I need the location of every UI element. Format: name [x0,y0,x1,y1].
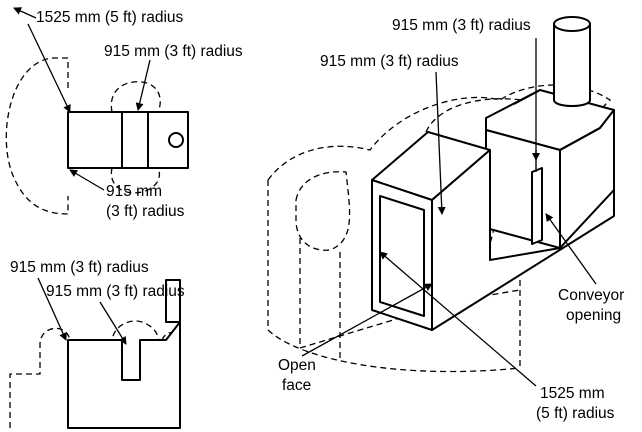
elevation-duct-stack [165,279,181,323]
label-open-l2: face [282,377,311,394]
iso-rear-section-front [485,129,561,249]
iso-exhaust-stack-top [553,16,591,32]
inner-clearance-outline-bottom [110,167,161,194]
iso-open-face-opening [379,195,425,317]
leader-right-upper [435,71,446,215]
isometric-view-right: 915 mm (3 ft) radius 915 mm (3 ft) radiu… [267,16,624,422]
leader-top-left-inner [135,59,151,111]
label-top-left-outer: 1525 mm (5 ft) radius [36,9,184,26]
plan-view-top-left: 1525 mm (5 ft) radius 915 mm (3 ft) radi… [5,7,243,220]
iso-conveyor-opening [531,167,543,245]
leader-top-left-bottom [69,169,105,191]
tick-top-left-outer [13,7,37,19]
iso-outer-clearance-floor [299,289,521,349]
label-right-upper: 915 mm (3 ft) radius [320,53,459,70]
label-open-l1: Open [278,357,316,374]
leader-bottom-left-outer [37,277,67,341]
label-conveyor-l1: Conveyor [558,287,624,304]
leader-bottom-left-inner [99,301,127,345]
leader-right-bottom [379,251,537,387]
leader-conveyor [545,213,597,285]
label-top-left-inner: 915 mm (3 ft) radius [104,43,243,60]
outer-clearance-outline [5,57,69,215]
leader-open-face [301,283,433,357]
iso-inner-clearance-left [295,171,351,251]
label-right-top: 915 mm (3 ft) radius [392,17,531,34]
label-right-bottom-l2: (5 ft) radius [536,405,615,422]
leader-top-left-outer [27,23,71,113]
iso-hood-side [431,149,615,331]
label-right-bottom-l1: 1525 mm [540,385,605,402]
label-top-left-bottom-l2: (3 ft) radius [106,203,185,220]
iso-outer-clearance-left [267,180,521,373]
label-bottom-left-outer: 915 mm (3 ft) radius [10,259,149,276]
elevation-hood-body [67,321,181,429]
inner-clearance-outline-top [110,81,161,113]
label-conveyor-l2: opening [566,307,621,324]
elevation-outer-clearance [9,327,71,428]
label-top-left-bottom-l1: 915 mm [106,183,162,200]
elevation-view-bottom-left: 915 mm (3 ft) radius 915 mm (3 ft) radiu… [9,259,185,429]
label-bottom-left-inner: 915 mm (3 ft) radius [46,283,185,300]
iso-exhaust-stack [553,24,591,107]
plan-duct-circle [168,132,184,148]
